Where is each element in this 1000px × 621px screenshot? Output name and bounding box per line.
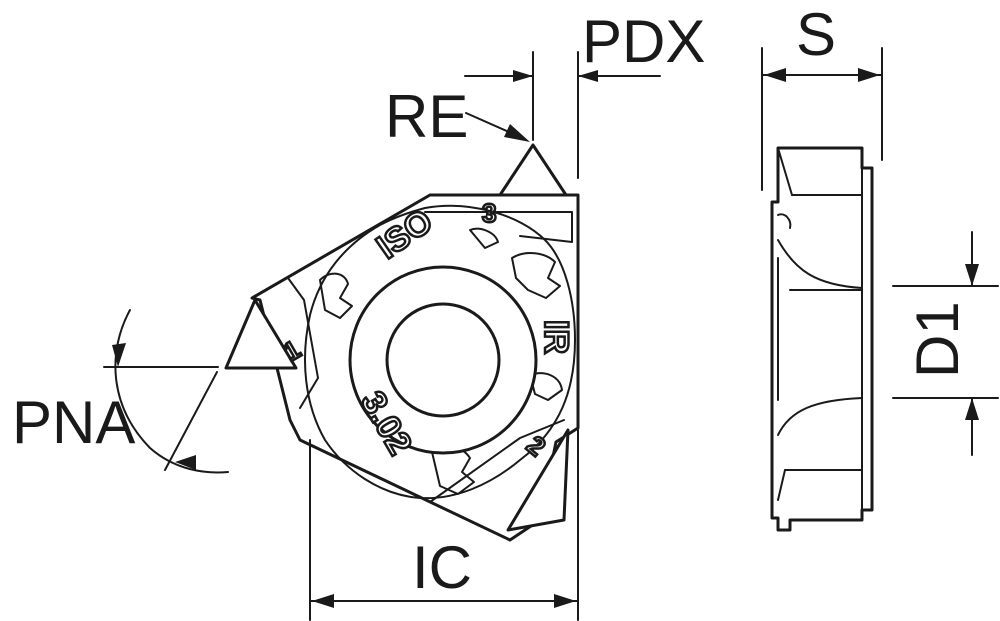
re-label: RE (385, 83, 468, 150)
pna-dimension: PNA (12, 309, 229, 474)
chip-groove-1 (319, 272, 353, 319)
side-view-outline (770, 146, 874, 532)
d1-dimension: D1 (892, 231, 999, 456)
cutting-tip-top (498, 143, 568, 197)
pdx-label: PDX (582, 8, 705, 75)
s-dimension: S (761, 1, 883, 191)
ir-marking: IR (537, 320, 575, 354)
re-dimension: RE (385, 83, 530, 150)
edge-band-bottom (429, 419, 565, 503)
cutting-tip-left (224, 298, 298, 370)
corner-mark-3: 3 (482, 198, 496, 228)
chip-breaker-outline (304, 204, 576, 500)
ic-dimension: IC (309, 429, 579, 621)
clamping-hole (385, 302, 501, 418)
pna-label: PNA (12, 389, 135, 456)
chip-groove-5 (469, 227, 499, 249)
chip-groove-2 (511, 252, 561, 299)
insert-front-view: ISO IR 3.02 1 2 3 (224, 143, 580, 542)
cutting-tip-bottom (506, 428, 570, 532)
insert-side-view (770, 146, 874, 532)
d1-label: D1 (904, 301, 971, 378)
ic-label: IC (412, 534, 472, 601)
s-label: S (796, 1, 836, 68)
edge-band-top (424, 211, 573, 243)
pdx-dimension: PDX (464, 8, 705, 179)
